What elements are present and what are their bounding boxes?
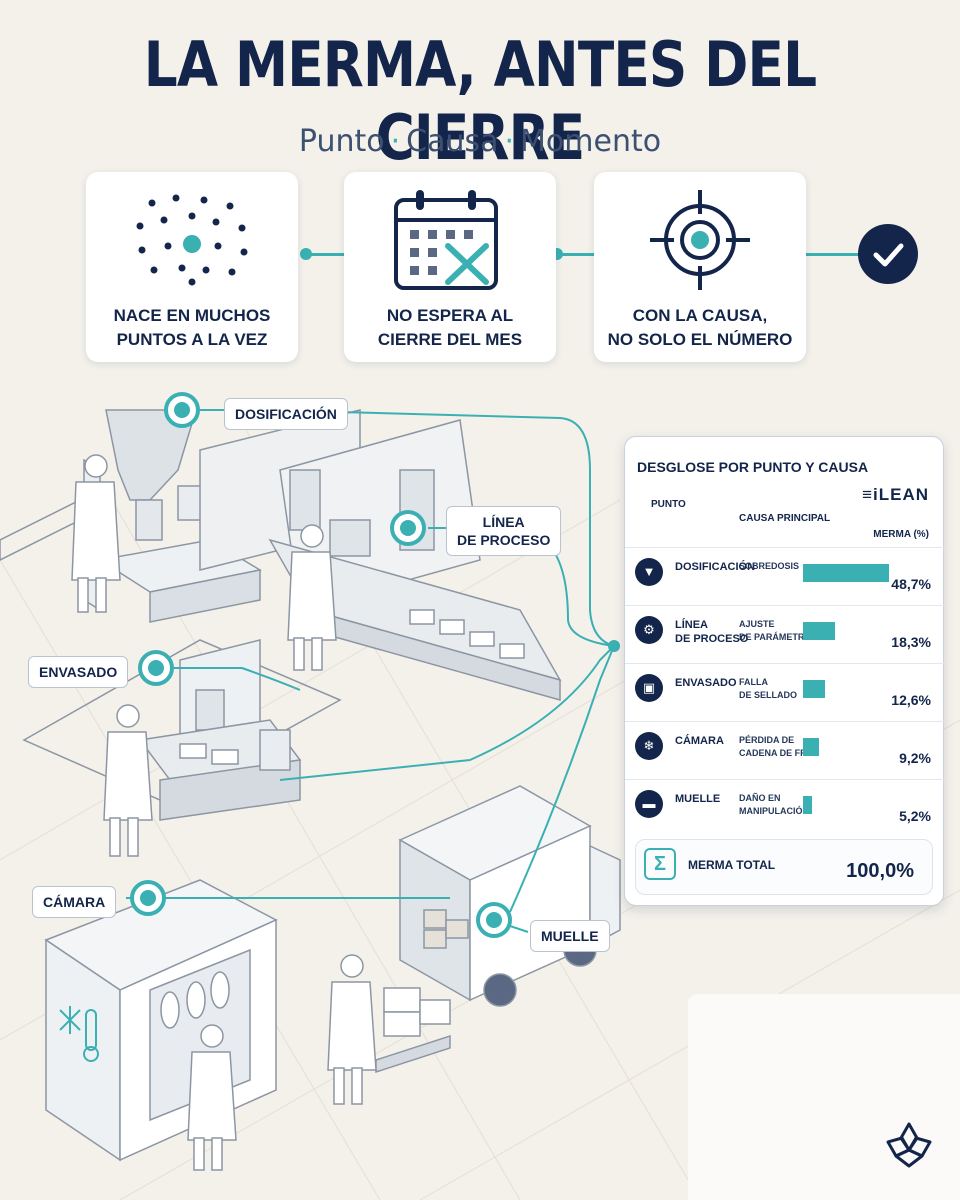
gears-icon: ⚙ bbox=[635, 616, 663, 644]
delivery-truck bbox=[398, 785, 621, 1007]
card-muchos-puntos: NACE EN MUCHOS PUNTOS A LA VEZ bbox=[86, 172, 298, 362]
corner-panel bbox=[688, 994, 960, 1200]
page-subtitle: Punto·Causa·Momento bbox=[0, 124, 960, 159]
cold-room bbox=[44, 879, 278, 1162]
worker bbox=[327, 954, 377, 1105]
package-icon: ▣ bbox=[635, 674, 663, 702]
snowflake-icon bbox=[59, 1006, 81, 1034]
marker-camara bbox=[130, 880, 166, 916]
page-title: LA MERMA, ANTES DEL CIERRE bbox=[143, 28, 817, 174]
connector-dot bbox=[300, 248, 312, 260]
connector-line bbox=[805, 253, 859, 256]
truck-icon: ▬ bbox=[635, 790, 663, 818]
thermometer-icon: ❄ bbox=[635, 732, 663, 760]
calendar-x-icon bbox=[394, 190, 498, 290]
col-header-merma: MERMA (%) bbox=[873, 529, 929, 540]
col-header-punto: PUNTO bbox=[651, 499, 686, 510]
worker bbox=[71, 454, 121, 613]
marker-envasado bbox=[138, 650, 174, 686]
breakdown-panel: DESGLOSE POR PUNTO Y CAUSA ≡iLEAN PUNTO … bbox=[624, 436, 945, 906]
worker bbox=[187, 1024, 237, 1171]
pallet-jack bbox=[375, 987, 451, 1074]
check-icon bbox=[858, 224, 918, 284]
subtitle-separator: · bbox=[504, 124, 515, 159]
scattered-dots-icon bbox=[136, 194, 248, 286]
target-icon bbox=[650, 190, 750, 290]
connector-line bbox=[555, 253, 595, 256]
label-muelle: MUELLE bbox=[530, 920, 610, 952]
label-dosificacion: DOSIFICACIÓN bbox=[224, 398, 348, 430]
worker bbox=[103, 704, 153, 857]
card-text: NO ESPERA AL CIERRE DEL MES bbox=[377, 306, 523, 349]
pct-value: 12,6% bbox=[891, 692, 931, 708]
pct-value: 18,3% bbox=[891, 634, 931, 650]
factory-scene bbox=[0, 392, 960, 1200]
table-row: ▼ DOSIFICACIÓN SOBREDOSIS 48,7% bbox=[625, 547, 945, 605]
subtitle-separator: · bbox=[390, 124, 401, 159]
bar bbox=[803, 738, 820, 756]
label-envasado: ENVASADO bbox=[28, 656, 129, 688]
marker-linea bbox=[390, 510, 426, 546]
subtitle-causa: Causa bbox=[406, 124, 499, 159]
marker-muelle bbox=[476, 902, 512, 938]
card-cierre-mes: NO ESPERA AL CIERRE DEL MES bbox=[344, 172, 556, 362]
worker bbox=[287, 524, 337, 671]
total-label: MERMA TOTAL bbox=[688, 858, 776, 872]
pct-value: 48,7% bbox=[891, 576, 931, 592]
subtitle-punto: Punto bbox=[298, 124, 385, 159]
card-text: NACE EN MUCHOS PUNTOS A LA VEZ bbox=[113, 306, 271, 349]
brand-logo: ≡iLEAN bbox=[862, 485, 929, 504]
pct-value: 5,2% bbox=[899, 808, 931, 824]
card-con-causa: CON LA CAUSA, NO SOLO EL NÚMERO bbox=[594, 172, 806, 362]
total-row: Σ MERMA TOTAL 100,0% bbox=[635, 839, 933, 895]
flower-logo-icon bbox=[886, 1122, 932, 1168]
bar bbox=[803, 796, 813, 814]
subtitle-momento: Momento bbox=[520, 124, 662, 159]
bar bbox=[803, 622, 836, 640]
label-linea-proceso: LÍNEA DE PROCESO bbox=[446, 506, 562, 556]
label-camara: CÁMARA bbox=[32, 886, 117, 918]
sigma-icon: Σ bbox=[644, 848, 676, 880]
callout-hub bbox=[608, 640, 620, 652]
connector-line bbox=[304, 253, 344, 256]
pct-value: 9,2% bbox=[899, 750, 931, 766]
bar bbox=[803, 680, 826, 698]
panel-title: DESGLOSE POR PUNTO Y CAUSA bbox=[637, 459, 869, 475]
thermometer-icon bbox=[83, 1009, 99, 1062]
bar bbox=[803, 564, 889, 582]
total-value: 100,0% bbox=[846, 860, 914, 882]
marker-dosificacion bbox=[164, 392, 200, 428]
col-header-causa: CAUSA PRINCIPAL bbox=[739, 513, 831, 524]
hopper-icon: ▼ bbox=[635, 558, 663, 586]
packaging-station bbox=[22, 639, 342, 821]
card-text: CON LA CAUSA, NO SOLO EL NÚMERO bbox=[607, 306, 793, 349]
